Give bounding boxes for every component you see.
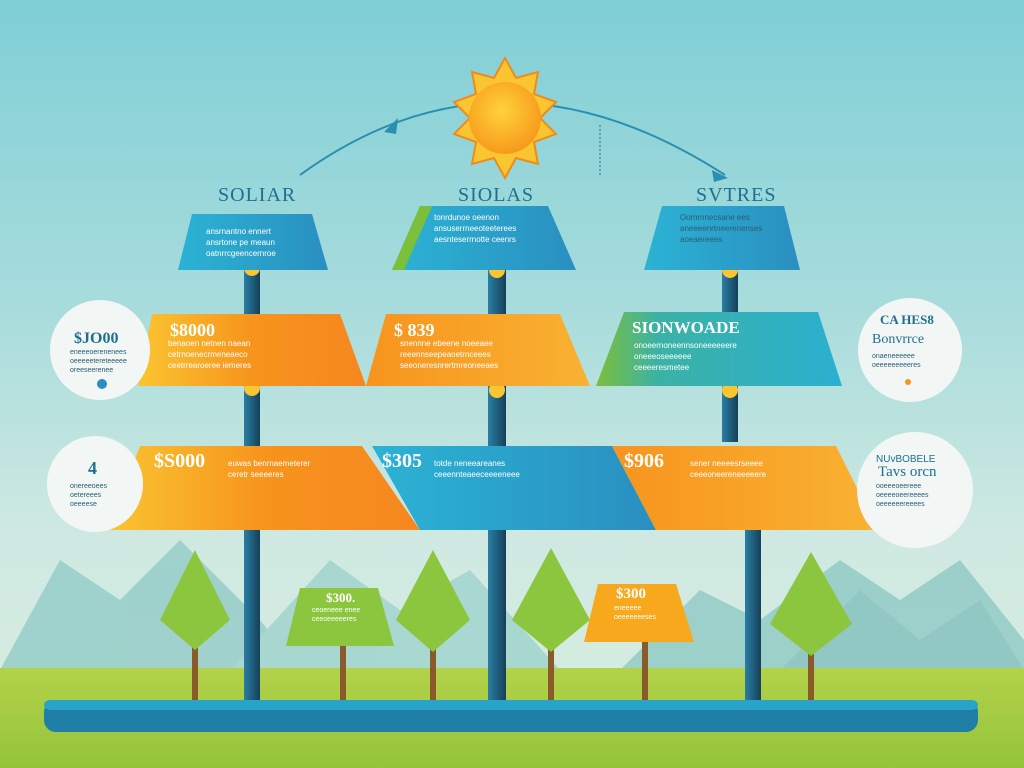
mid-panel-1 [138, 314, 366, 386]
side-bubble-1-title: $JO00 [74, 330, 119, 347]
side-bubble-2 [47, 436, 143, 532]
bottom-panel-2 [372, 446, 656, 530]
mountains-background [0, 540, 1024, 670]
column-title-1: SOLIAR [218, 184, 297, 206]
side-bubble-3-title: CA HES8 [880, 312, 934, 327]
tree-sign-2-amount: $300 [616, 586, 646, 602]
tree-6-icon [770, 552, 852, 702]
mid-panel-3 [596, 312, 842, 386]
side-bubble-3 [858, 298, 962, 402]
mid-panel-2 [366, 314, 590, 386]
bottom-amount-2: $305 [382, 450, 422, 472]
side-bubble-1 [50, 300, 150, 400]
tree-5-icon [642, 630, 648, 702]
tree-4-icon [512, 548, 590, 702]
tree-sign-1 [286, 588, 394, 646]
top-panel-2-accent [392, 206, 432, 270]
bottom-panel-3 [612, 446, 878, 530]
tree-3-icon [396, 550, 470, 702]
side-bubble-2-title: 4 [88, 458, 97, 478]
side-bubble-4-subtitle: Tavs orcn [878, 464, 937, 480]
sun-icon [452, 55, 558, 181]
bottom-panel-1 [108, 446, 420, 530]
side-bubble-3-subtitle: Bonvrrce [872, 332, 925, 347]
column-title-2: SIOLAS [458, 184, 535, 206]
top-panel-2 [392, 206, 576, 270]
column-title-3: SVTRES [696, 184, 777, 206]
tree-sign-1-amount: $300. [326, 590, 356, 605]
arc-arrow-right [712, 170, 728, 182]
arc-arrow-left [384, 118, 398, 134]
side-bubble-4 [857, 432, 973, 548]
mid-amount-1: $8000 [170, 320, 215, 340]
bottom-amount-1: $S000 [154, 450, 206, 472]
side-bubble-4-title: NUvBOBELE [876, 454, 936, 465]
top-panel-1 [178, 214, 328, 270]
bottom-amount-3: $906 [624, 450, 664, 472]
tree-sign-2 [584, 584, 694, 642]
tree-1-icon [160, 550, 230, 702]
mid-amount-3: SIONWOADE [632, 318, 740, 337]
tree-2-icon [340, 630, 346, 702]
top-panel-3 [644, 206, 800, 270]
mid-amount-2: $ 839 [394, 320, 435, 340]
